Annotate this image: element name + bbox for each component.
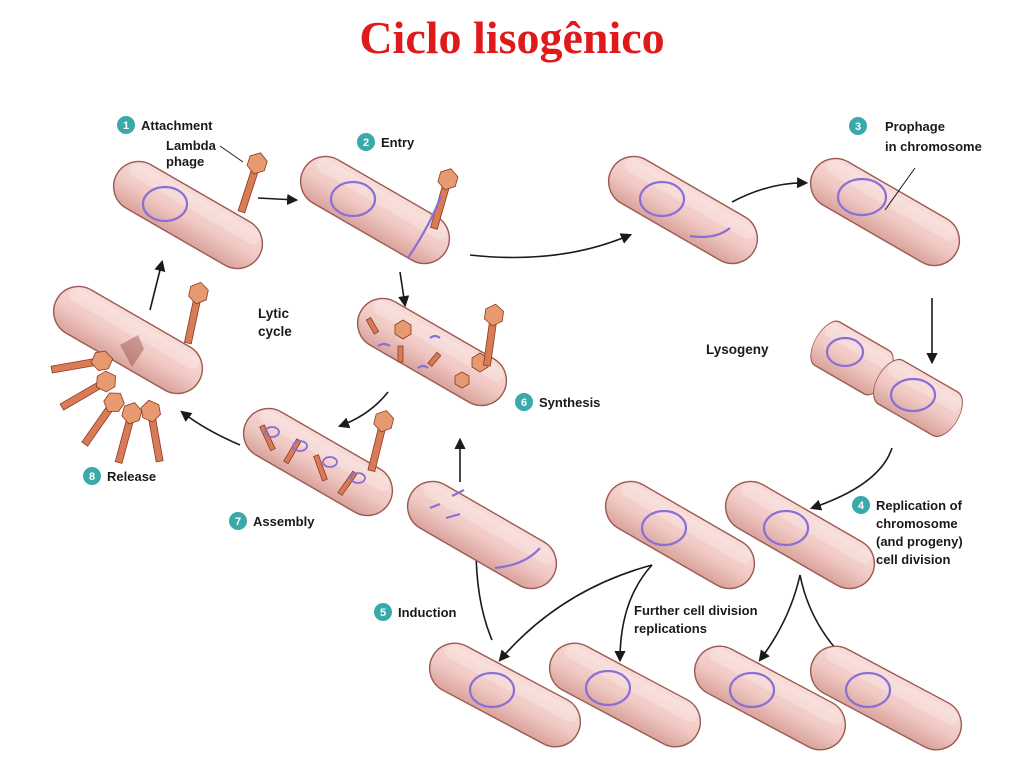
arrow-release-to-attachment bbox=[149, 259, 166, 311]
label-prophage: Prophage bbox=[885, 119, 945, 134]
label-assembly: Assembly bbox=[253, 514, 315, 529]
step-6-label: 6 Synthesis bbox=[515, 393, 600, 411]
badge-6 bbox=[515, 393, 533, 411]
chromosome bbox=[889, 377, 937, 413]
label-chromosome: chromosome bbox=[876, 516, 958, 531]
label-induction: Induction bbox=[398, 605, 457, 620]
arrow-synthesis-to-assembly bbox=[337, 391, 389, 429]
chromosome bbox=[825, 336, 865, 368]
label-in-chromosome: in chromosome bbox=[885, 139, 982, 154]
step-8-label: 8 Release bbox=[83, 467, 156, 485]
arrow-split-left-2 bbox=[614, 564, 653, 663]
chromosome bbox=[329, 180, 377, 218]
arrow-assembly-to-release bbox=[180, 410, 241, 446]
arrow-split-left-1 bbox=[498, 564, 653, 662]
label-lysogeny: Lysogeny bbox=[706, 342, 769, 357]
badge-8 bbox=[83, 467, 101, 485]
phage-parts bbox=[365, 317, 489, 389]
badge-5 bbox=[374, 603, 392, 621]
chromosome bbox=[640, 509, 688, 547]
cell-progeny-4 bbox=[801, 636, 971, 760]
cell-attachment bbox=[103, 149, 273, 279]
cell-progeny-1 bbox=[420, 633, 590, 757]
step-5-label: 5 Induction bbox=[374, 603, 457, 621]
chromosome-fragment bbox=[494, 547, 541, 570]
badge-4 bbox=[852, 496, 870, 514]
chromosome bbox=[844, 671, 892, 709]
badge-2 bbox=[357, 133, 375, 151]
chromosome bbox=[638, 180, 686, 218]
label-lytic: Lytic bbox=[258, 306, 289, 321]
chromosome-with-prophage bbox=[836, 177, 888, 217]
cell-lysogeny-entry bbox=[598, 146, 768, 274]
chromosome bbox=[468, 671, 516, 709]
badge-1-number: 1 bbox=[123, 120, 129, 132]
cell-synthesis bbox=[347, 288, 517, 416]
excised-prophage bbox=[429, 489, 465, 520]
badge-8-number: 8 bbox=[89, 471, 95, 483]
label-cell-division: cell division bbox=[876, 552, 950, 567]
badge-7 bbox=[229, 512, 247, 530]
chromosome bbox=[584, 669, 632, 707]
label-attachment: Attachment bbox=[141, 118, 213, 133]
center-annotations: Lytic cycle Lysogeny Further cell divisi… bbox=[258, 306, 769, 636]
cell-release bbox=[43, 276, 213, 466]
label-and-progeny: (and progeny) bbox=[876, 534, 963, 549]
phage-icon bbox=[178, 280, 210, 346]
badge-3 bbox=[849, 117, 867, 135]
label-lambda: Lambda bbox=[166, 138, 217, 153]
phage-dna-injected bbox=[407, 195, 443, 259]
arrow-entry-to-lysogeny bbox=[469, 233, 633, 259]
badge-6-number: 6 bbox=[521, 397, 527, 409]
assembled-phages bbox=[259, 424, 366, 496]
cell-prophage bbox=[800, 148, 970, 276]
arrow-attach-to-entry bbox=[257, 193, 299, 206]
step-2-label: 2 Entry bbox=[357, 133, 415, 151]
arrow-division-to-replication bbox=[809, 447, 893, 511]
phage-icon bbox=[232, 149, 270, 216]
cell-assembly bbox=[233, 398, 403, 526]
label-phage: phage bbox=[166, 154, 204, 169]
badge-2-number: 2 bbox=[363, 137, 369, 149]
arrow-split-right-1 bbox=[758, 574, 801, 662]
label-release: Release bbox=[107, 469, 156, 484]
step-7-label: 7 Assembly bbox=[229, 512, 315, 530]
cell-replication-right bbox=[715, 471, 885, 599]
cell-progeny-2 bbox=[540, 633, 710, 757]
cell-dividing bbox=[803, 315, 971, 443]
label-synthesis: Synthesis bbox=[539, 395, 600, 410]
label-entry: Entry bbox=[381, 135, 415, 150]
badge-7-number: 7 bbox=[235, 516, 241, 528]
arrow-entry-to-synthesis bbox=[398, 271, 410, 308]
step-3-label: 3 Prophage in chromosome bbox=[849, 117, 982, 154]
step-1-label: 1 Attachment Lambda phage bbox=[117, 116, 244, 169]
chromosome bbox=[762, 509, 810, 547]
slide-title: Ciclo lisogênico bbox=[359, 12, 665, 63]
label-further-cell-division: Further cell division bbox=[634, 603, 758, 618]
phage-dna bbox=[689, 227, 731, 239]
chromosome bbox=[728, 671, 776, 709]
cell-replication-left bbox=[595, 471, 765, 599]
badge-5-number: 5 bbox=[380, 607, 386, 619]
chromosome bbox=[141, 185, 189, 223]
badge-3-number: 3 bbox=[855, 121, 861, 133]
label-cycle: cycle bbox=[258, 324, 292, 339]
badge-1 bbox=[117, 116, 135, 134]
label-replications: replications bbox=[634, 621, 707, 636]
cell-entry bbox=[290, 146, 461, 274]
arrow-to-prophage bbox=[731, 177, 809, 203]
cell-progeny-3 bbox=[685, 636, 855, 760]
badge-4-number: 4 bbox=[858, 500, 865, 512]
label-replication-of: Replication of bbox=[876, 498, 963, 513]
cell-induction bbox=[397, 471, 567, 599]
step-4-label: 4 Replication of chromosome (and progeny… bbox=[852, 496, 963, 567]
